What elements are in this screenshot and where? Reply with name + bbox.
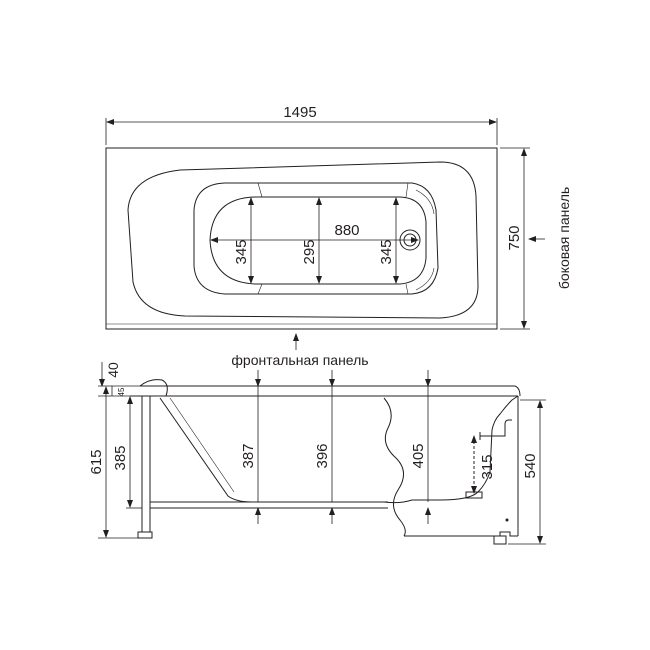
- top-view-bowl-outline: [127, 161, 479, 319]
- side-view-right-base: [404, 531, 518, 537]
- side-view-right-foot: [493, 535, 507, 545]
- dim-label-396: 396: [314, 443, 331, 468]
- dim-label-387: 387: [240, 443, 257, 468]
- side-view-bowl-back-inner: [169, 397, 235, 493]
- dim-label-615: 615: [88, 449, 105, 474]
- dim-label-345-right: 345: [378, 239, 395, 264]
- top-view-outer-rim: [105, 147, 498, 330]
- dim-label-405: 405: [410, 443, 427, 468]
- side-view-rim-corner: [514, 385, 521, 397]
- side-view-left-foot: [137, 531, 153, 539]
- dim-label-1495: 1495: [283, 104, 316, 121]
- side-view-right-bowl: [383, 395, 519, 504]
- top-view: 1495 750 боковая панель фронтальная пане…: [105, 104, 572, 368]
- top-view-seam: [405, 182, 409, 198]
- dim-label-880: 880: [334, 222, 359, 239]
- side-view-headrest: [139, 379, 168, 397]
- dim-label-295: 295: [301, 239, 318, 264]
- top-view-bowl-floor: [193, 182, 439, 295]
- top-view-headrest-curve: [415, 189, 435, 215]
- dim-label-540: 540: [522, 453, 539, 478]
- top-view-seam: [405, 283, 409, 295]
- side-view: 40 45 615 385 387 396 405 315: [88, 362, 546, 545]
- dim-label-40: 40: [105, 362, 121, 378]
- top-view-inner-bottom: [209, 196, 427, 285]
- dim-label-385: 385: [112, 445, 129, 470]
- front-panel-label: фронтальная панель: [231, 352, 368, 368]
- dim-label-315: 315: [479, 454, 496, 479]
- side-view-cutaway-edge: [383, 397, 406, 537]
- top-view-seam: [257, 283, 263, 295]
- side-view-dot: [505, 518, 509, 522]
- side-panel-label: боковая панель: [556, 187, 572, 289]
- side-view-bowl-back: [159, 397, 382, 503]
- top-view-headrest-curve: [415, 267, 435, 291]
- dim-label-345-left: 345: [233, 239, 250, 264]
- top-view-seam: [257, 182, 263, 198]
- dim-label-750: 750: [506, 225, 523, 250]
- dim-label-45: 45: [117, 387, 126, 396]
- overflow-pipe: [480, 419, 512, 437]
